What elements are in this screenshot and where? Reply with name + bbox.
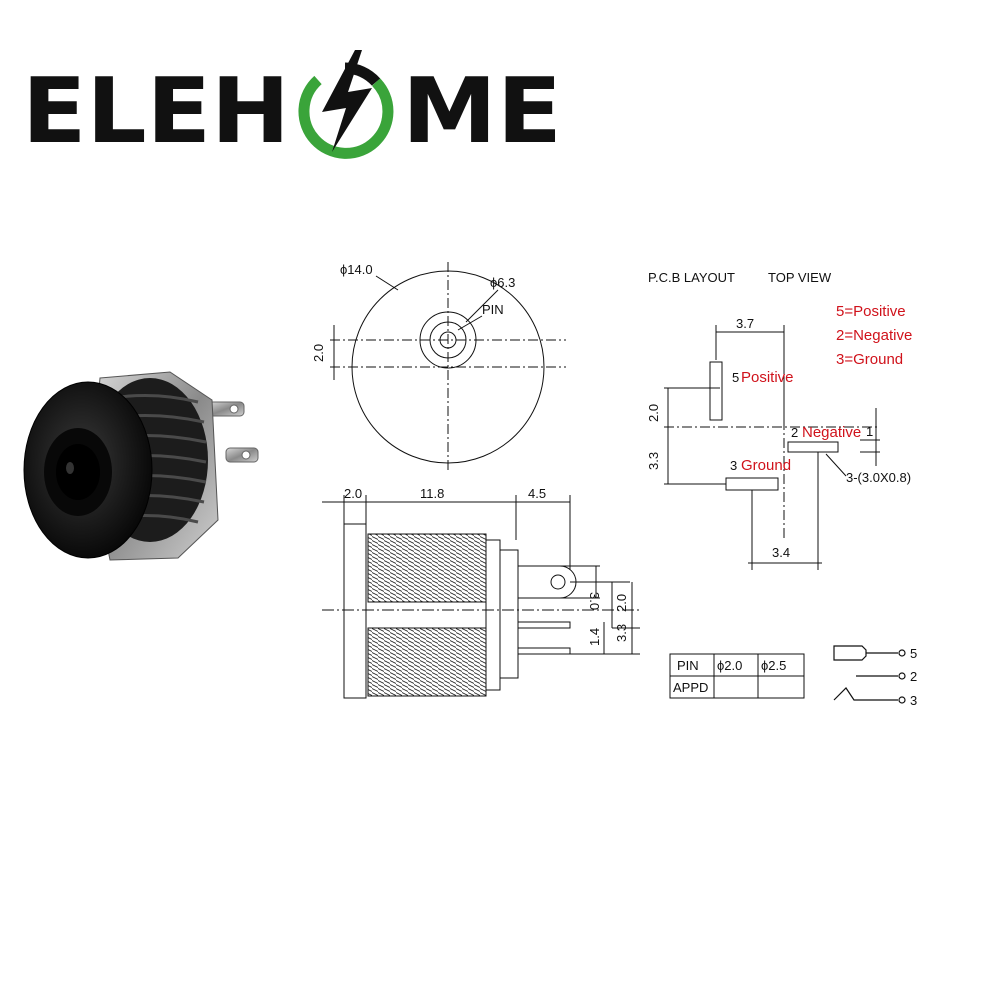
side-pin-spacing-a-dim: 2.0 (614, 594, 629, 612)
pin-table-header-2-5: ϕ2.5 (761, 658, 786, 673)
front-outer-diameter-label: ϕ14.0 (340, 262, 373, 277)
front-pin-label: PIN (482, 302, 504, 317)
schematic-pin-3: 3 (910, 693, 917, 708)
logo-power-ring-icon (298, 50, 394, 159)
pcb-dim-right: 1 (866, 424, 873, 439)
pcb-layout-drawing (664, 325, 880, 570)
pcb-dim-bottom: 3.4 (772, 545, 790, 560)
legend-ground: 3=Ground (836, 351, 903, 368)
schematic-pin-2: 2 (910, 669, 917, 684)
side-tab-height-dim: 3.0 (587, 592, 602, 610)
legend-positive: 5=Positive (836, 303, 906, 320)
pcb-pad-3 (725, 477, 779, 491)
pcb-pad5-number: 5 (732, 370, 739, 385)
pcb-pad5-name: Positive (741, 369, 794, 386)
side-view-drawing (322, 495, 640, 699)
front-inner-diameter-label: ϕ6.3 (490, 275, 515, 290)
pcb-pad-spec: 3-(3.0X0.8) (846, 470, 911, 485)
pin-table-row-appd: APPD (673, 680, 708, 695)
side-tab-length-dim: 4.5 (528, 486, 546, 501)
side-flange-dim: 2.0 (344, 486, 362, 501)
pcb-pad-5 (709, 361, 723, 421)
lightning-bolt-icon (322, 50, 372, 152)
front-view-drawing (330, 262, 566, 470)
logo-text-left: ELEH (22, 59, 290, 164)
pcb-pad-2 (787, 441, 839, 453)
pcb-pad2-number: 2 (791, 425, 798, 440)
pcb-dim-top: 3.7 (736, 316, 754, 331)
brand-logo: ELEH ME (22, 50, 562, 164)
solder-lug-top-icon (207, 401, 245, 417)
legend-negative: 2=Negative (836, 327, 912, 344)
pcb-dim-left-a: 2.0 (646, 404, 661, 422)
pcb-pad2-name: Negative (802, 424, 861, 441)
pin-table (669, 653, 805, 699)
pcb-pad3-name: Ground (741, 457, 791, 474)
schematic-pin-5: 5 (910, 646, 917, 661)
pin-table-header-pin: PIN (677, 658, 699, 673)
jack-schematic-symbol (833, 645, 906, 704)
dc-jack-photo (23, 371, 259, 561)
side-pin-width-dim: 1.4 (587, 628, 602, 646)
side-body-length-dim: 11.8 (420, 486, 444, 501)
front-offset-label: 2.0 (311, 344, 326, 362)
pcb-layout-title: P.C.B LAYOUT (648, 270, 735, 285)
pcb-pad3-number: 3 (730, 458, 737, 473)
pin-table-header-2-0: ϕ2.0 (717, 658, 742, 673)
pcb-top-view-label: TOP VIEW (768, 270, 832, 285)
logo-ring-green-icon (298, 75, 394, 159)
side-pin-spacing-b-dim: 3.3 (614, 624, 629, 642)
logo-text-right: ME (402, 59, 562, 164)
pcb-dim-left-b: 3.3 (646, 452, 661, 470)
